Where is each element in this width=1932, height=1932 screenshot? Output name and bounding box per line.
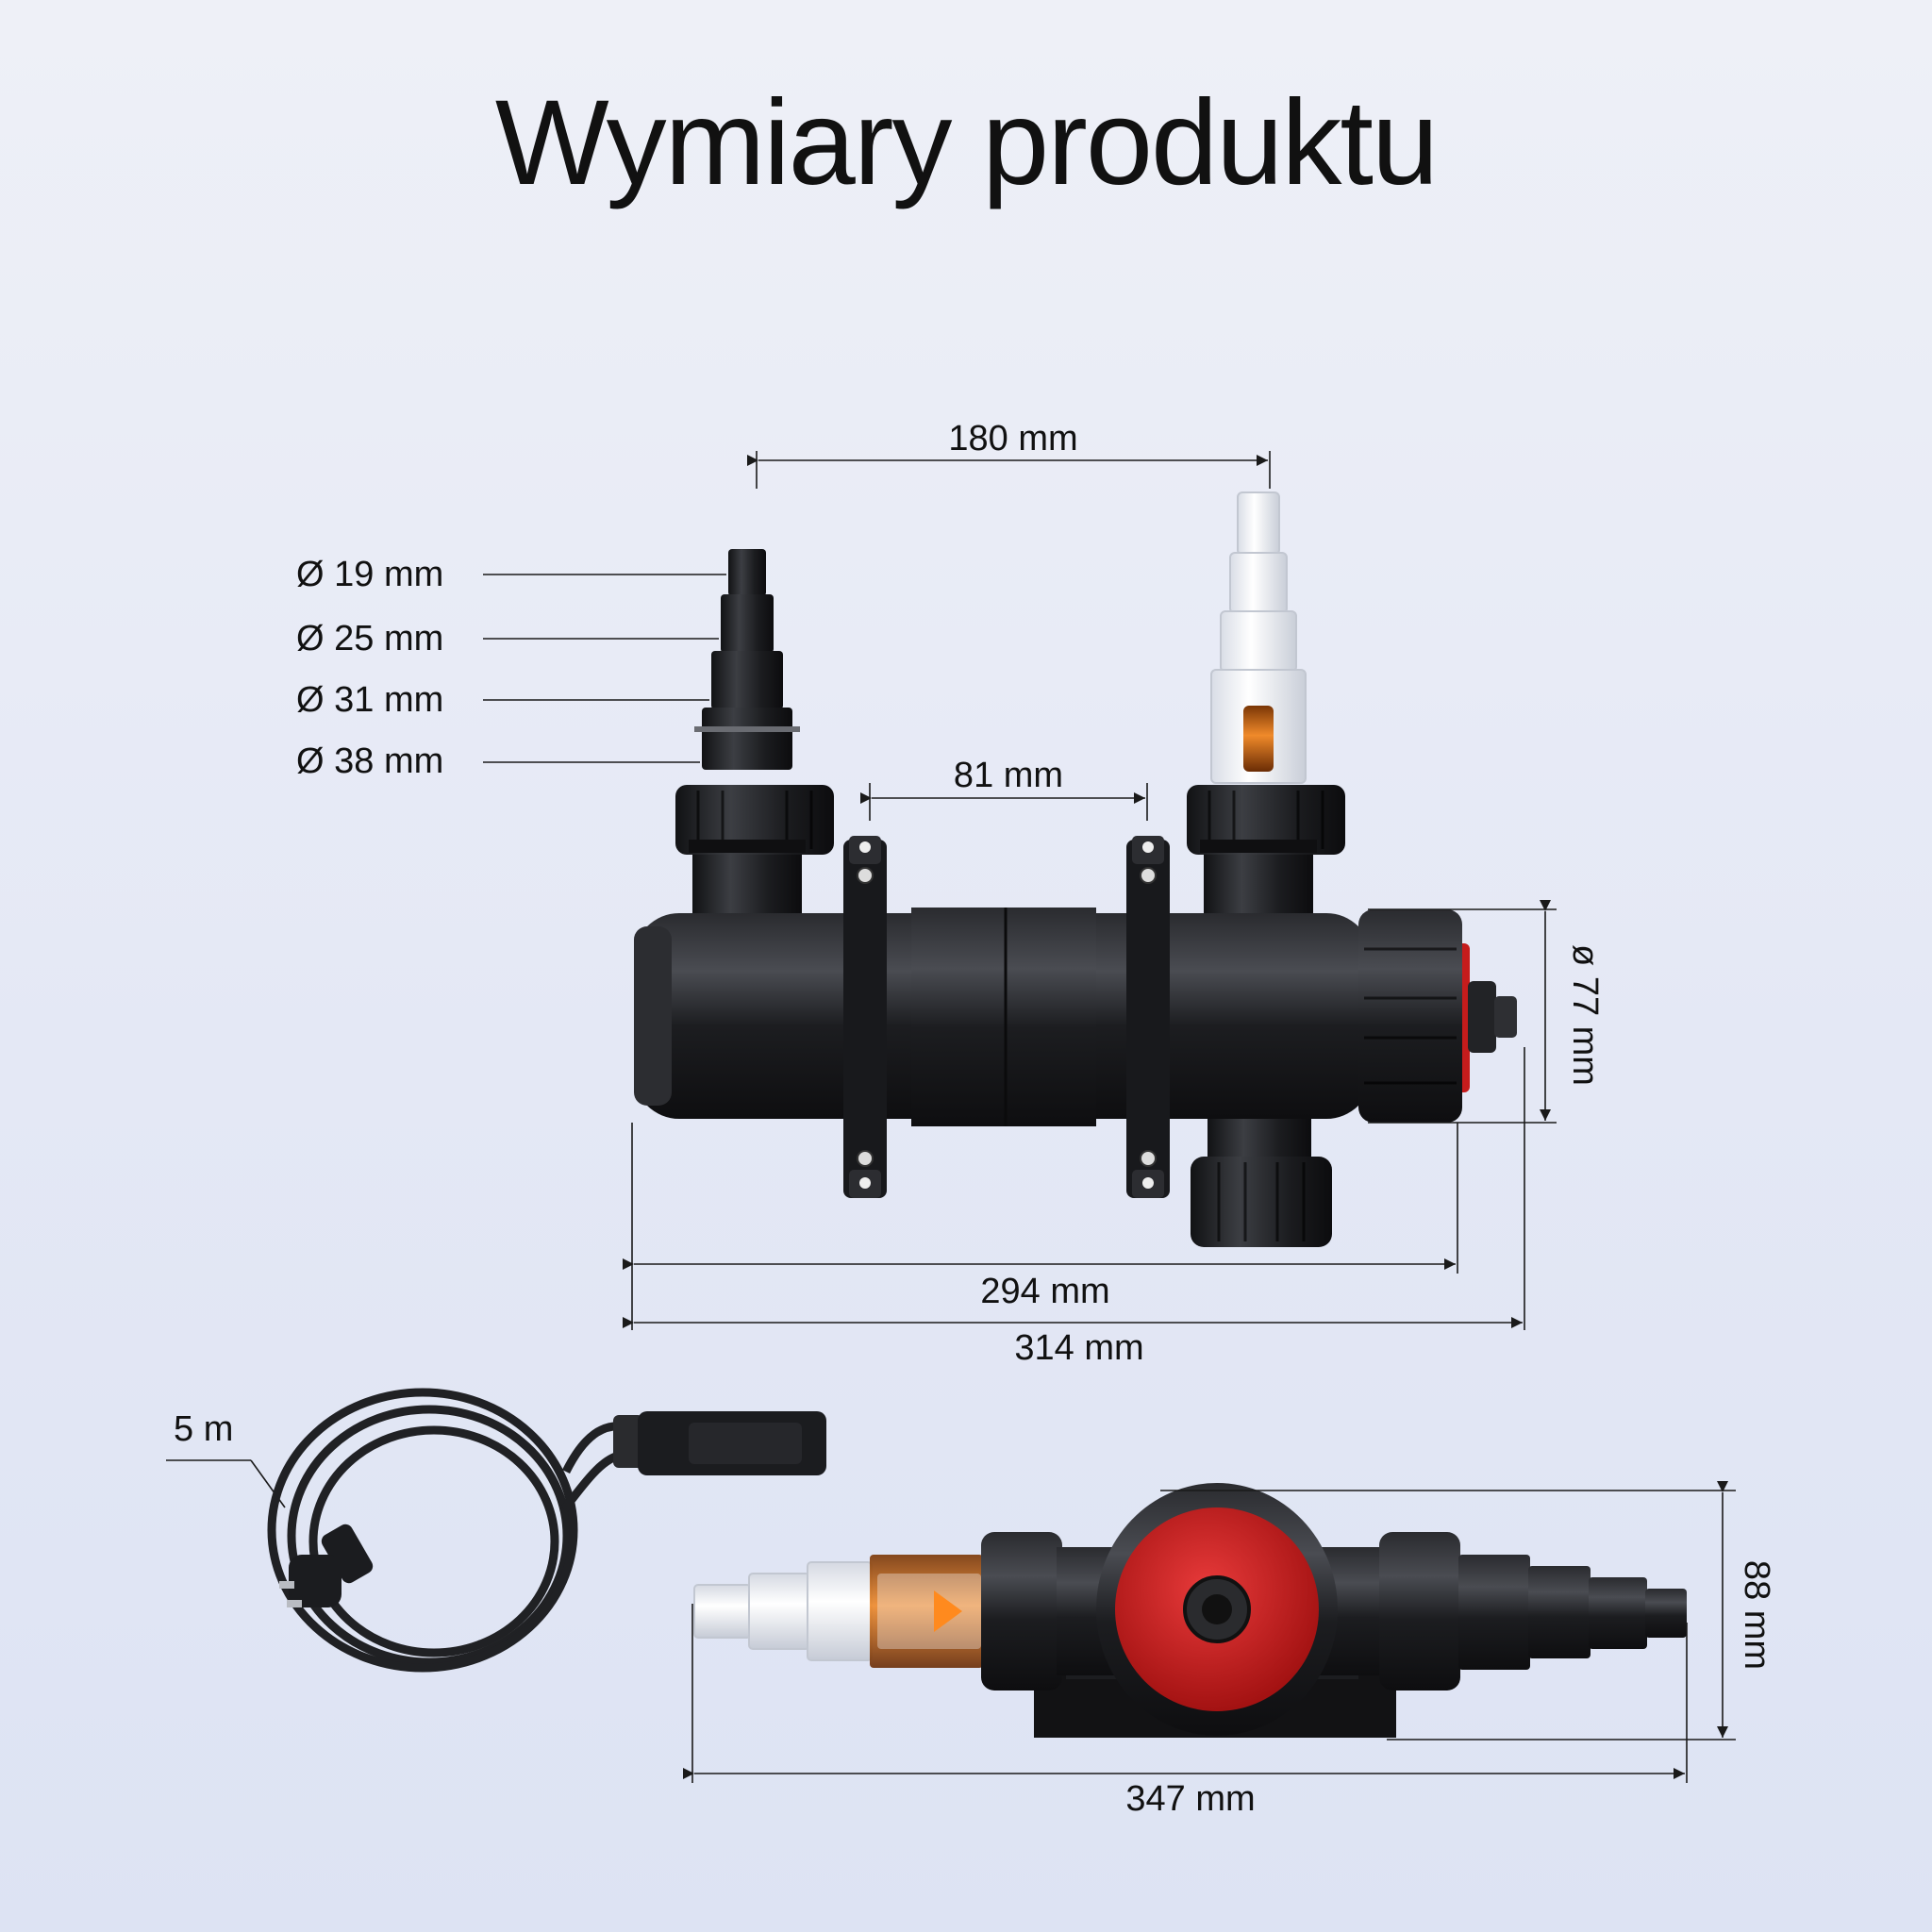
bottom-union-nut [1191,1157,1332,1247]
nozzle-label-38: Ø 38 mm [296,741,444,781]
side-left-union-nut [981,1532,1062,1690]
power-cable [166,1388,826,1673]
nozzle-leader-lines [483,574,726,763]
uv-clarifier-side-view [683,1481,1736,1783]
dim-label-314: 314 mm [1014,1328,1144,1368]
side-black-stepped-nozzle [1458,1555,1687,1670]
nozzle-label-19: Ø 19 mm [296,555,444,594]
power-plug [279,1524,374,1607]
dim-label-347: 347 mm [1125,1779,1256,1819]
nozzle-label-31: Ø 31 mm [296,680,444,720]
ballast-box [613,1411,826,1475]
cable-length-label: 5 m [174,1409,234,1449]
right-union-nut-top [1187,785,1345,855]
dim-label-77: ø 77 mm [1565,944,1605,1086]
nozzle-label-25: Ø 25 mm [296,619,444,658]
side-right-union-nut [1379,1532,1460,1690]
uv-clarifier-top-view [483,451,1557,1330]
dim-label-180: 180 mm [948,419,1078,458]
dim-label-88: 88 mm [1737,1559,1776,1671]
page-title: Wymiary produktu [494,75,1439,210]
right-clear-nozzle [1210,491,1307,784]
left-union-nut [675,785,834,855]
center-sleeve [911,908,1096,1126]
dim-label-81: 81 mm [953,756,1064,795]
clamp-right [1126,836,1170,1198]
side-clear-nozzle [693,1555,983,1668]
end-cap [1358,909,1517,1123]
clamp-left [843,836,887,1198]
dim-label-294: 294 mm [980,1272,1110,1311]
left-stepped-nozzle [694,549,800,770]
